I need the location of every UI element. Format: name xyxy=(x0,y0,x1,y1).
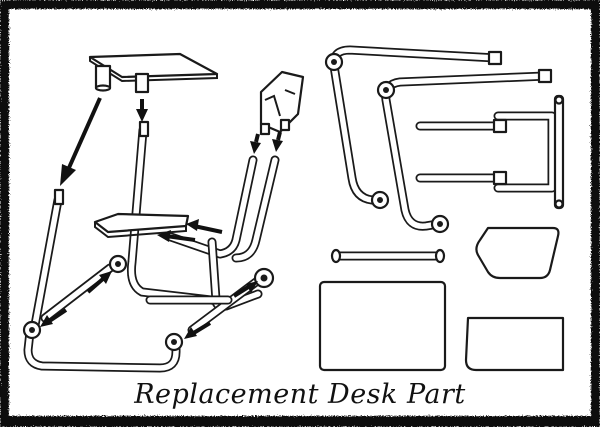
joint-caps xyxy=(22,120,275,352)
backrest-rod-bracket xyxy=(415,94,565,210)
bent-tube-part-2 xyxy=(376,68,553,234)
desktop-panel xyxy=(88,52,219,94)
base-frame xyxy=(23,327,181,373)
lower-crossbars xyxy=(40,263,261,335)
rear-post-tube xyxy=(127,125,233,307)
assembled-desk xyxy=(22,52,305,373)
diagram-caption: Replacement Desk Part xyxy=(134,379,466,410)
replacement-parts xyxy=(318,45,565,372)
seat-panel xyxy=(93,212,190,239)
backrest-panel-part xyxy=(464,316,565,372)
backrest-bracket xyxy=(259,70,305,136)
bent-tube-part-1 xyxy=(324,45,503,210)
front-leg-tube xyxy=(30,195,63,330)
crossbar-rod-part xyxy=(330,248,446,264)
desktop-panel-part xyxy=(318,280,447,372)
assembly-arrows xyxy=(40,97,283,339)
seat-panel-part xyxy=(475,226,560,280)
